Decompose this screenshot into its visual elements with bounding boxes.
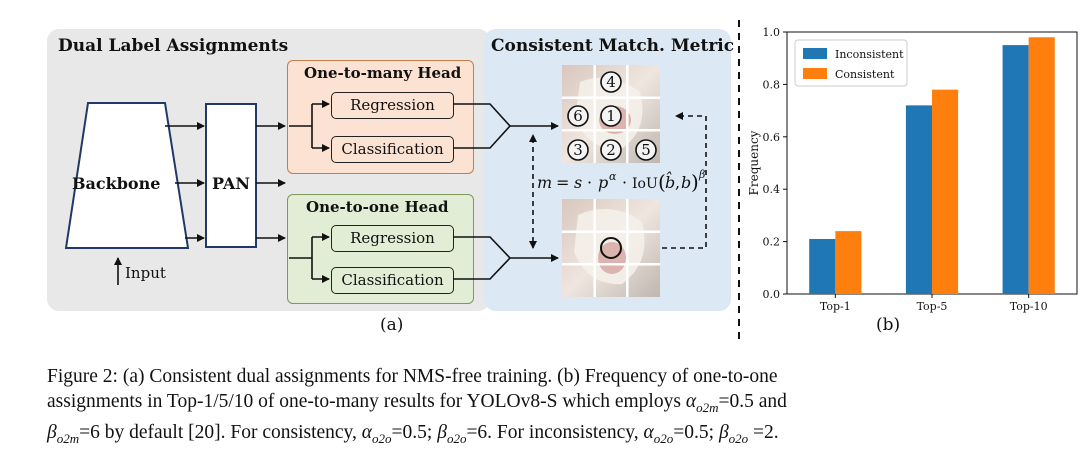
grid-number-markers — [567, 71, 657, 161]
svg-text:α: α — [609, 170, 617, 183]
svg-text:=: = — [556, 173, 569, 192]
x-tick-label: Top-10 — [1010, 300, 1048, 313]
o2o-classification-box — [331, 267, 454, 294]
grid-number-4: 4 — [606, 73, 616, 91]
x-tick-label: Top-5 — [917, 300, 948, 313]
legend-swatch-inconsistent — [803, 48, 827, 59]
y-tick-label: 0.4 — [763, 183, 781, 196]
selected-anchor-marker — [600, 237, 622, 259]
bar-inconsistent-top-10 — [1002, 45, 1029, 294]
bar-consistent-top-5 — [932, 89, 959, 294]
metric-title: Consistent Match. Metric — [491, 36, 735, 56]
panel-a: Dual Label Assignments Consistent Match.… — [47, 29, 735, 335]
bar-inconsistent-top-5 — [905, 105, 932, 294]
panel-a-sublabel: (a) — [380, 315, 404, 335]
svg-text:(: ( — [658, 170, 666, 194]
figure-caption: Figure 2: (a) Consistent dual assignment… — [47, 364, 1057, 451]
o2o-regression-box — [331, 225, 454, 252]
o2m-regression-box — [331, 92, 454, 119]
o2o-image-grid — [562, 199, 660, 297]
svg-text:): ) — [691, 170, 699, 194]
svg-text:,: , — [675, 173, 680, 192]
y-tick-label: 0.0 — [763, 288, 781, 301]
caption-line-3: βo2m=6 by default [20]. For consistency,… — [47, 421, 779, 446]
svg-text:b̂: b̂ — [665, 172, 675, 192]
y-tick-label: 0.8 — [763, 78, 781, 91]
bar-consistent-top-10 — [1028, 37, 1055, 295]
o2m-classification-box — [331, 136, 454, 163]
pan-block — [205, 103, 257, 248]
panel-a-diagram: 4 6 1 3 2 5 m = s · p α · IoU ( b̂ , b )… — [64, 65, 707, 297]
svg-text:·: · — [587, 173, 592, 192]
y-axis-label: Frequency — [747, 130, 761, 195]
legend-swatch-consistent — [803, 68, 827, 79]
o2m-regression-label: Regression — [350, 96, 435, 114]
svg-text:p: p — [598, 173, 608, 192]
backbone-block — [64, 102, 190, 249]
grid-number-2: 2 — [606, 141, 616, 159]
o2o-head-title: One-to-one Head — [306, 198, 449, 216]
y-tick-label: 1.0 — [763, 26, 781, 39]
grid-number-6: 6 — [573, 107, 583, 125]
svg-text:m: m — [537, 173, 552, 192]
svg-text:IoU: IoU — [632, 176, 658, 192]
backbone-label: Backbone — [72, 174, 161, 193]
x-tick-label: Top-1 — [820, 300, 851, 313]
input-label: Input — [125, 264, 166, 282]
bar-consistent-top-1 — [835, 231, 862, 294]
panel-b-sublabel: (b) — [876, 315, 901, 335]
metric-formula: m = s · p α · IoU ( b̂ , b ) β — [537, 168, 705, 194]
y-tick-label: 0.6 — [763, 131, 781, 144]
caption-line-1: Figure 2: (a) Consistent dual assignment… — [47, 366, 778, 387]
svg-text:·: · — [622, 173, 627, 192]
metric-feedback-dashed — [662, 112, 707, 249]
svg-text:b: b — [681, 173, 691, 192]
grid-number-1: 1 — [606, 107, 616, 125]
panel-separator — [738, 20, 740, 340]
svg-text:s: s — [574, 173, 582, 192]
grid-number-5: 5 — [641, 141, 651, 159]
grid-number-3: 3 — [573, 141, 583, 159]
legend-label-consistent: Consistent — [835, 68, 895, 81]
legend-label-inconsistent: Inconsistent — [835, 48, 904, 61]
o2m-head-title: One-to-many Head — [304, 64, 462, 82]
o2o-classification-label: Classification — [341, 271, 444, 289]
o2o-regression-label: Regression — [350, 229, 435, 247]
caption-line-2: assignments in Top-1/5/10 of one-to-many… — [47, 391, 787, 415]
o2m-classification-label: Classification — [341, 140, 444, 158]
y-tick-label: 0.2 — [763, 236, 781, 249]
svg-text:β: β — [698, 168, 705, 181]
pan-label: PAN — [212, 174, 250, 193]
dual-assignments-title: Dual Label Assignments — [58, 36, 289, 56]
bar-inconsistent-top-1 — [809, 238, 836, 294]
